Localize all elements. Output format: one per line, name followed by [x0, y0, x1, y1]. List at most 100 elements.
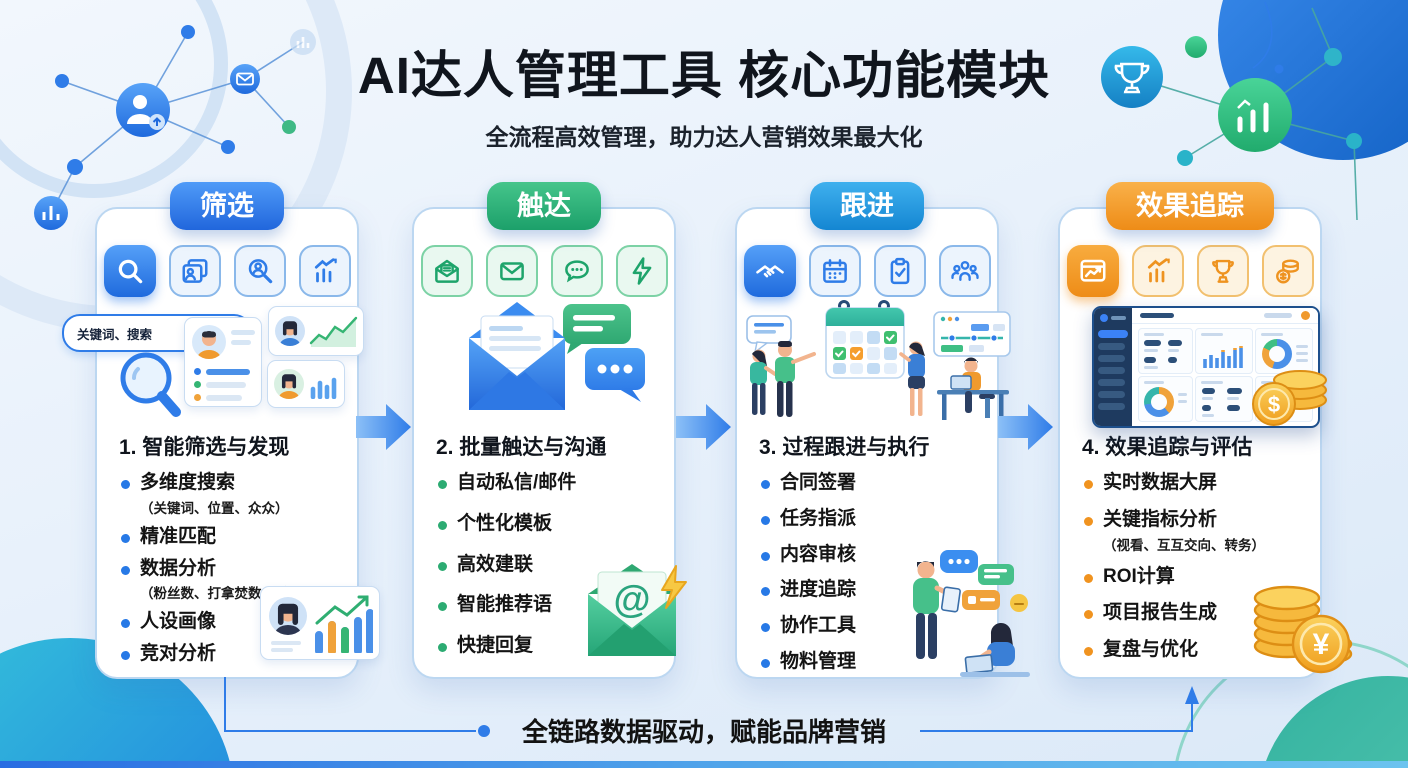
- trophy-icon: [1101, 46, 1163, 108]
- process-illustration: [746, 300, 1011, 420]
- avatar: [192, 325, 226, 359]
- contact-cards-icon: [168, 245, 221, 297]
- card-reach-header: 触达: [487, 182, 601, 230]
- stats-panel-2: [1195, 376, 1253, 422]
- coin-stack-small: $: [1252, 370, 1327, 426]
- page-title: AI达人管理工具 核心功能模块: [357, 47, 1051, 104]
- page-subtitle: 全流程高效管理，助力达人营销效果最大化: [485, 124, 923, 150]
- svg-text:¥: ¥: [1313, 628, 1330, 661]
- lightning-bolt-decoration: [661, 565, 687, 609]
- window-chart-icon: [1066, 245, 1119, 297]
- person-figure: [899, 341, 925, 416]
- dashboard-topbar: [1132, 308, 1318, 324]
- email-at-illustration: @: [588, 564, 687, 656]
- lightning-icon: [615, 245, 668, 297]
- avatar: [269, 597, 307, 635]
- list-item: 高效建联: [438, 554, 666, 577]
- flow-arrow-2: [676, 404, 731, 450]
- progress-window: [933, 311, 1011, 357]
- card-track-body: 4. 效果追踪与评估 实时数据大屏 关键指标分析 （视看、互互交向、转务） RO…: [1082, 431, 1312, 671]
- card-track-header: 效果追踪: [1106, 182, 1274, 230]
- chat-bubbles: [940, 550, 1028, 612]
- card-filter-icons: [97, 245, 357, 297]
- feature-list: 自动私信/邮件 个性化模板 高效建联 智能推荐语 快捷回复: [438, 472, 666, 658]
- page-header: AI达人管理工具 核心功能模块 全流程高效管理，助力达人营销效果最大化: [0, 34, 1408, 152]
- list-item: 协作工具: [761, 615, 989, 638]
- calendar-icon: [808, 245, 861, 297]
- list-item: 个性化模板: [438, 513, 666, 536]
- handshake-icon: [743, 245, 796, 297]
- list-item: 任务指派: [761, 508, 989, 531]
- feature-list: 实时数据大屏 关键指标分析 （视看、互互交向、转务） ROI计算 项目报告生成 …: [1084, 472, 1312, 662]
- person-laptop-figure: [960, 622, 1030, 677]
- chart-up-icon: [298, 245, 351, 297]
- list-item: ROI计算: [1084, 566, 1312, 589]
- bottom-tagline: 全链路数据驱动，赋能品牌营销: [521, 717, 886, 747]
- calendar-board: [825, 300, 905, 379]
- bullet-dot: [121, 480, 130, 489]
- card-filter-header: 筛选: [170, 182, 284, 230]
- card-filter: 筛选 1. 智能筛选与发现 多维度搜索 （关键词、位置、众众） 精准匹配: [95, 182, 359, 679]
- envelope-icon: [485, 245, 538, 297]
- network-decoration-right: [1101, 1, 1362, 221]
- network-decoration-left: [34, 25, 316, 230]
- list-item: 内容审核: [761, 544, 989, 567]
- mail-open-icon: [420, 245, 473, 297]
- svg-text:@: @: [613, 579, 650, 621]
- card-follow-icons: [737, 245, 997, 297]
- flow-arrow-1: [356, 404, 411, 450]
- person-figure: [750, 349, 777, 415]
- svg-text:$: $: [1268, 392, 1280, 417]
- mail-icon: [230, 64, 260, 94]
- collaboration-illustration: [913, 550, 1030, 677]
- list-item: 进度追踪: [761, 579, 989, 602]
- chart-growth-icon: [1131, 245, 1184, 297]
- avatar: [275, 316, 305, 346]
- coins-icon: [1261, 245, 1314, 297]
- person-figure: [913, 561, 961, 659]
- list-item: 智能推荐语: [438, 594, 666, 617]
- list-item: 项目报告生成: [1084, 602, 1312, 625]
- mini-bars: [310, 377, 337, 399]
- blue-chat-bubble: [585, 348, 645, 402]
- bar-chart-panel: [1195, 328, 1253, 374]
- speech-bubble: [746, 315, 792, 354]
- feature-list: 合同签署 任务指派 内容审核 进度追踪 协作工具 物料管理: [761, 472, 989, 674]
- section-title: 4. 效果追踪与评估: [1082, 436, 1253, 459]
- card-track-icons: [1060, 245, 1320, 297]
- analysis-chart-card: [260, 586, 380, 660]
- stats-panel: [1138, 328, 1193, 374]
- user-upload-icon: [116, 83, 170, 137]
- list-item: 自动私信/邮件: [438, 472, 666, 495]
- list-item: 多维度搜索 （关键词、位置、众众）: [121, 472, 349, 517]
- trophy-icon: [1196, 245, 1249, 297]
- user-search-icon: [233, 245, 286, 297]
- list-item: 实时数据大屏: [1084, 472, 1312, 495]
- card-reach-icons: [414, 245, 674, 297]
- creator-trend-card: [268, 306, 364, 356]
- card-follow-header: 跟进: [810, 182, 924, 230]
- clipboard-check-icon: [873, 245, 926, 297]
- section-title: 1. 智能筛选与发现: [119, 436, 290, 459]
- section-title: 3. 过程跟进与执行: [759, 436, 930, 459]
- list-item: 竞对分析: [121, 643, 349, 666]
- section-title: 2. 批量触达与沟通: [436, 436, 607, 459]
- chat-dots-icon: [550, 245, 603, 297]
- person-figure: [775, 341, 816, 417]
- donut-panel: [1255, 328, 1313, 374]
- list-item: 关键指标分析 （视看、互互交向、转务）: [1084, 509, 1312, 554]
- search-pill-text: 关键词、搜索: [77, 327, 153, 342]
- card-reach: 触达 2. 批量触达与沟通 自动私信/邮件 个性化模板 高效建联 智能推荐语 快…: [412, 182, 676, 679]
- creator-stats-card: [267, 360, 345, 408]
- green-chat-bubble: [563, 304, 631, 354]
- list-item: 物料管理: [761, 651, 989, 674]
- list-item: 精准匹配: [121, 526, 349, 549]
- bar-chart-icon: [290, 29, 316, 55]
- email-illustration: [469, 302, 645, 410]
- coin-stack-large: ¥: [1253, 585, 1353, 674]
- avatar: [274, 369, 304, 399]
- donut-panel-2: [1138, 376, 1193, 422]
- bar-chart-icon: [34, 196, 68, 230]
- search-icon: [103, 245, 156, 297]
